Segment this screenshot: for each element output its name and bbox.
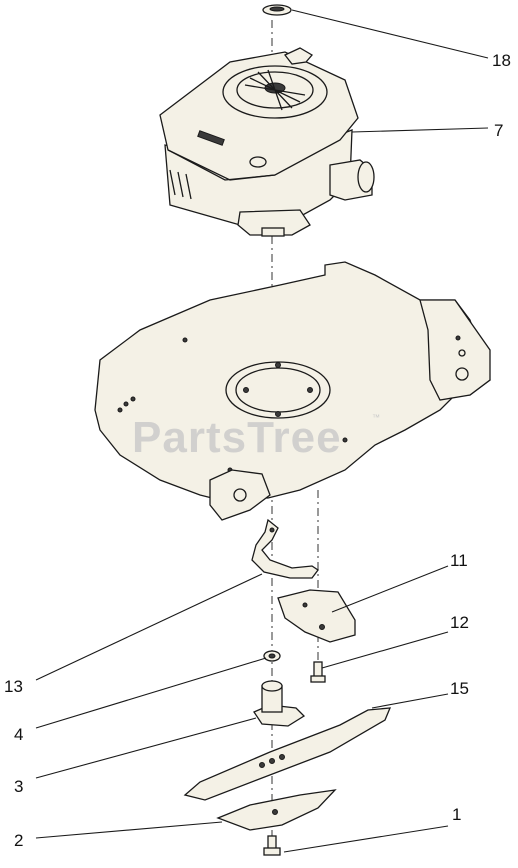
- watermark-trademark: ™: [372, 413, 380, 422]
- callout-11: 11: [450, 551, 468, 570]
- callouts: 18 7 11 12 13 15 4 3 1 2: [4, 51, 511, 850]
- part-18-cap: [262, 4, 292, 16]
- part-1-bolt: [263, 835, 281, 856]
- part-11-shield: [277, 589, 356, 643]
- callout-12: 12: [450, 613, 469, 632]
- part-13-baffle: [251, 518, 319, 579]
- part-15-blade: [183, 707, 392, 801]
- part-2-stiffener: [216, 789, 337, 831]
- part-7-engine: [159, 47, 375, 237]
- watermark-text: PartsTree: [132, 413, 342, 462]
- callout-1: 1: [452, 805, 461, 824]
- callout-2: 2: [14, 831, 23, 850]
- callout-7: 7: [494, 121, 503, 140]
- leader-lines: [35, 9, 489, 853]
- callout-13: 13: [4, 677, 23, 696]
- part-3-adapter: [253, 680, 306, 727]
- callout-18: 18: [492, 51, 511, 70]
- watermark: PartsTree ™: [132, 413, 380, 462]
- callout-4: 4: [14, 725, 23, 744]
- part-12-bolt: [310, 661, 326, 683]
- callout-3: 3: [14, 777, 23, 796]
- mower-deck: [94, 261, 491, 521]
- part-4-washer: [263, 650, 281, 662]
- callout-15: 15: [450, 679, 469, 698]
